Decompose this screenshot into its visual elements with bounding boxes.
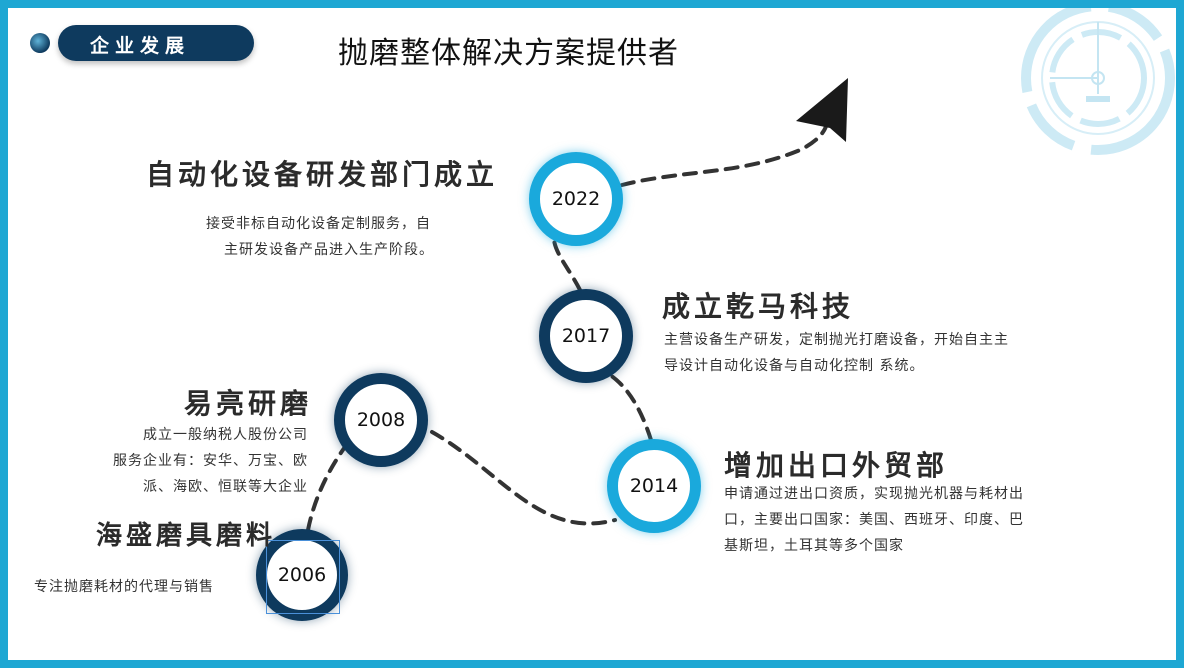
section-tag: 企业发展 <box>58 25 254 61</box>
milestone-2006-desc: 专注抛磨耗材的代理与销售 <box>34 574 214 600</box>
milestone-2014-node: 2014 <box>607 439 701 533</box>
milestone-2014-desc-line: 口，主要出口国家：美国、西班牙、印度、巴 <box>724 512 1024 528</box>
milestone-2014-desc-line: 申请通过进出口资质，实现抛光机器与耗材出 <box>724 486 1024 502</box>
milestone-2008-desc-line: 派、海欧、恒联等大企业 <box>143 479 308 495</box>
milestone-2022-desc-line: 接受非标自动化设备定制服务，自 <box>206 216 431 232</box>
selection-box[interactable] <box>266 540 340 614</box>
milestone-2014-desc-line: 基斯坦，土耳其等多个国家 <box>724 538 904 554</box>
milestone-2017-desc-line: 导设计自动化设备与自动化控制 系统。 <box>664 358 925 374</box>
milestone-2008-heading: 易亮研磨 <box>184 387 313 420</box>
milestone-2008-desc-line: 成立一般纳税人股份公司 <box>143 427 308 443</box>
milestone-2006-year: 2006 <box>277 564 327 586</box>
milestone-2008-year: 2008 <box>356 409 406 431</box>
arrow-head-icon <box>796 78 848 142</box>
milestone-2014-heading: 增加出口外贸部 <box>724 449 949 482</box>
milestone-2006-desc-line: 专注抛磨耗材的代理与销售 <box>34 579 214 595</box>
milestone-2014-year: 2014 <box>629 475 679 497</box>
milestone-2022-heading: 自动化设备研发部门成立 <box>146 158 499 191</box>
milestone-2017-heading: 成立乾马科技 <box>662 290 855 323</box>
page-title: 抛磨整体解决方案提供者 <box>338 36 679 71</box>
milestone-2017-node: 2017 <box>539 289 633 383</box>
milestone-2017-desc: 主营设备生产研发，定制抛光打磨设备，开始自主主 导设计自动化设备与自动化控制 系… <box>664 327 1009 379</box>
clock-gauge-icon <box>1021 8 1175 155</box>
milestone-2008-node: 2008 <box>334 373 428 467</box>
milestone-2006-node: 2006 <box>256 529 348 621</box>
globe-dot-icon <box>30 33 50 53</box>
milestone-2008-desc: 成立一般纳税人股份公司 服务企业有：安华、万宝、欧 派、海欧、恒联等大企业 <box>96 422 308 500</box>
milestone-2022-desc-line: 主研发设备产品进入生产阶段。 <box>224 242 434 258</box>
milestone-2022-node: 2022 <box>529 152 623 246</box>
milestone-2017-desc-line: 主营设备生产研发，定制抛光打磨设备，开始自主主 <box>664 332 1009 348</box>
milestone-2008-desc-line: 服务企业有：安华、万宝、欧 <box>113 453 308 469</box>
milestone-2006-heading: 海盛磨具磨料 <box>96 521 277 551</box>
milestone-2022-desc: 接受非标自动化设备定制服务，自 主研发设备产品进入生产阶段。 <box>206 211 434 263</box>
milestone-2022-year: 2022 <box>551 188 601 210</box>
milestone-2014-desc: 申请通过进出口资质，实现抛光机器与耗材出 口，主要出口国家：美国、西班牙、印度、… <box>724 481 1024 559</box>
section-tag-label: 企业发展 <box>90 35 191 57</box>
milestone-2017-year: 2017 <box>561 325 611 347</box>
